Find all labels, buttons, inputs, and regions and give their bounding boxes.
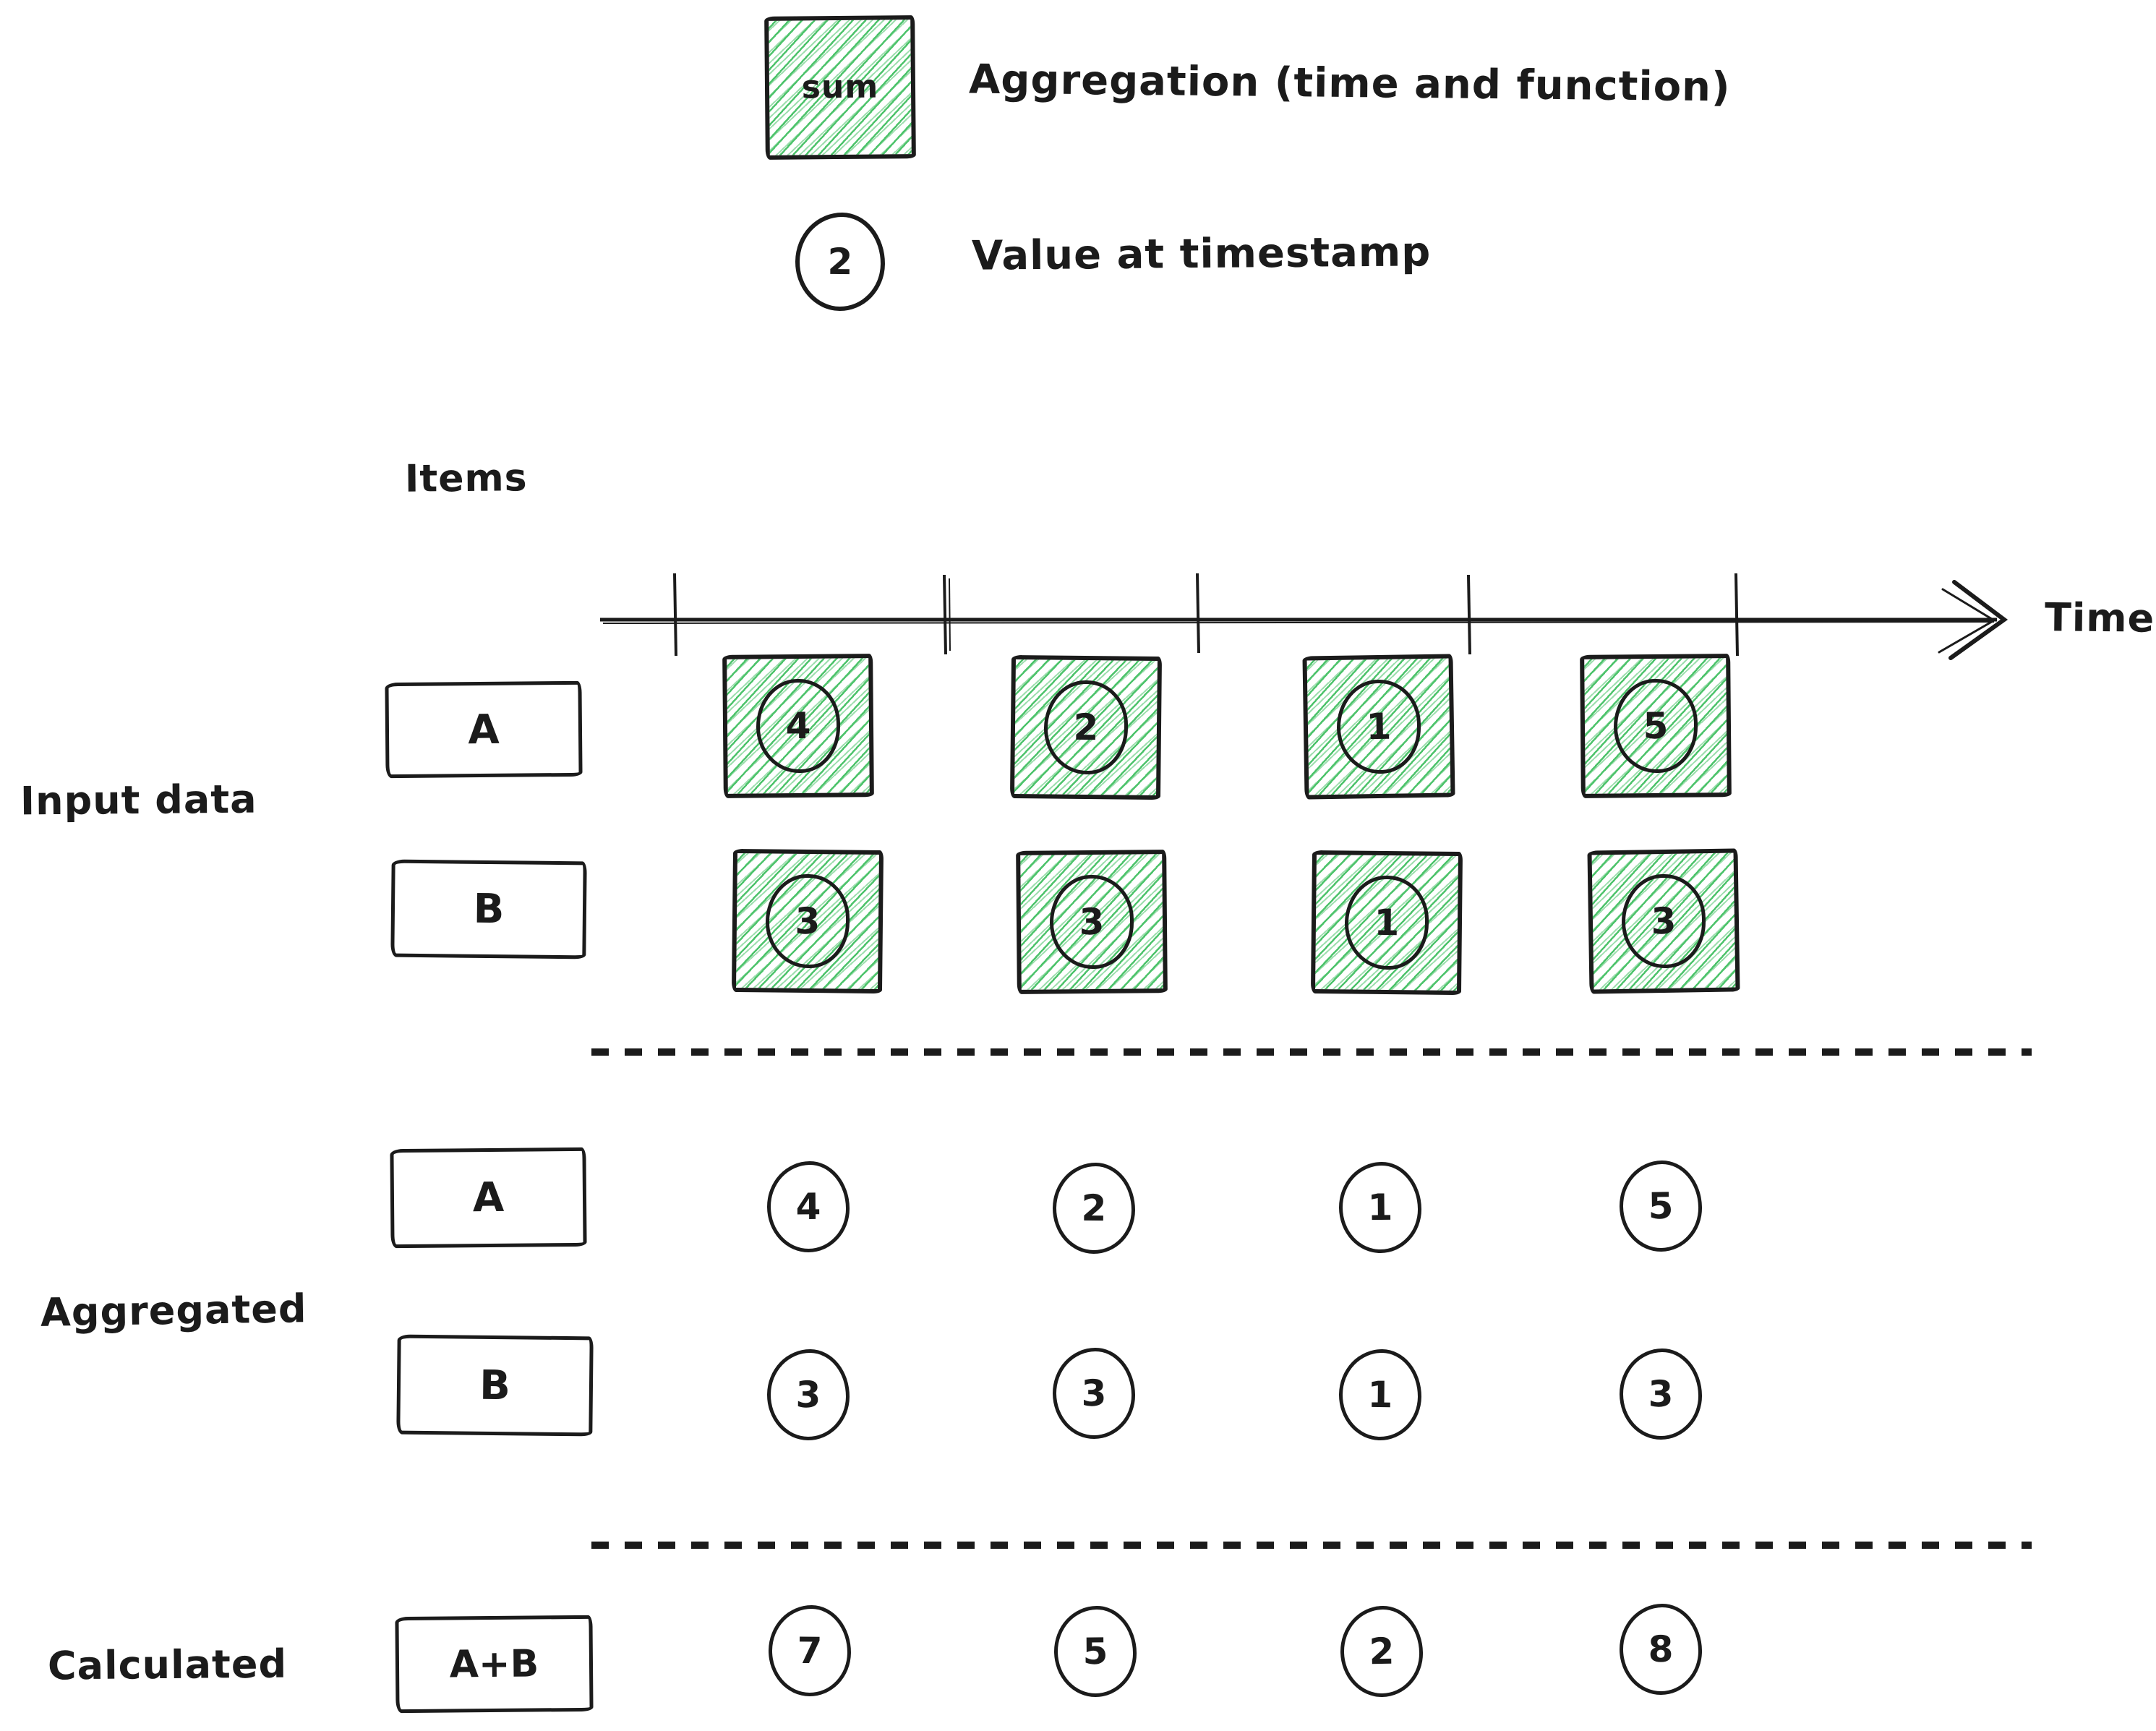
cell-value-circle: 1 — [1335, 679, 1422, 774]
cell-value: 8 — [1648, 1628, 1674, 1671]
cell-value: 1 — [1367, 1373, 1393, 1416]
time-axis — [600, 573, 2009, 660]
axis-arrowhead-icon — [1948, 580, 2009, 660]
cell-value: 5 — [1082, 1630, 1108, 1673]
axis-tick — [943, 574, 947, 655]
aggregated-a-value: 2 — [1052, 1162, 1136, 1255]
section-label-input-data: Input data — [20, 776, 257, 824]
cell-value: 1 — [1367, 1186, 1393, 1229]
cell-value: 3 — [1079, 900, 1105, 944]
axis-tick — [1467, 574, 1471, 655]
axis-tick — [1734, 573, 1739, 657]
input-a-aggregation-cell: 1 — [1302, 654, 1455, 800]
input-b-aggregation-cell: 3 — [731, 848, 884, 994]
aggregated-a-value: 4 — [766, 1161, 850, 1253]
calculated-value: 2 — [1340, 1605, 1424, 1698]
item-box-calculated-a-plus-b: A+B — [395, 1615, 594, 1714]
cell-value-circle: 3 — [1620, 873, 1707, 969]
cell-value: 5 — [1643, 704, 1669, 748]
item-label: A — [468, 706, 500, 753]
aggregated-b-value: 3 — [1619, 1348, 1703, 1440]
cell-value: 3 — [795, 1373, 821, 1416]
input-b-aggregation-cell: 1 — [1310, 850, 1463, 996]
axis-tick — [949, 578, 951, 651]
item-box-input-b: B — [390, 859, 587, 959]
aggregated-b-value: 1 — [1338, 1349, 1422, 1441]
input-a-aggregation-cell: 4 — [722, 654, 874, 798]
item-box-aggregated-b: B — [396, 1334, 594, 1437]
cell-value: 1 — [1374, 901, 1400, 944]
item-box-aggregated-a: A — [390, 1147, 587, 1249]
legend-aggregation-square-icon: sum — [764, 15, 916, 160]
cell-value-circle: 2 — [1043, 680, 1129, 775]
cell-value: 1 — [1366, 705, 1392, 748]
item-label: B — [473, 885, 505, 933]
cell-value: 7 — [797, 1629, 823, 1672]
cell-value: 3 — [1651, 899, 1677, 943]
item-label: B — [479, 1362, 511, 1409]
section-label-aggregated: Aggregated — [40, 1286, 308, 1335]
aggregated-b-value: 3 — [766, 1349, 850, 1441]
axis-tick — [673, 573, 677, 657]
section-divider — [591, 1048, 2032, 1056]
legend-value-label: Value at timestamp — [971, 228, 1432, 280]
cell-value-circle: 3 — [1049, 874, 1134, 970]
cell-value: 2 — [1369, 1630, 1395, 1673]
cell-value: 2 — [1073, 706, 1099, 749]
legend-aggregation-label: Aggregation (time and function) — [968, 56, 1731, 111]
aggregated-b-value: 3 — [1052, 1347, 1136, 1440]
cell-value: 3 — [1648, 1372, 1674, 1416]
cell-value-circle: 1 — [1344, 875, 1429, 970]
cell-value: 4 — [795, 1185, 821, 1228]
input-b-aggregation-cell: 3 — [1587, 848, 1740, 994]
cell-value-circle: 4 — [756, 678, 841, 774]
input-a-aggregation-cell: 5 — [1580, 654, 1732, 798]
calculated-value: 8 — [1619, 1603, 1703, 1696]
time-axis-label: Time — [2044, 594, 2155, 641]
cell-value-circle: 3 — [765, 873, 850, 969]
cell-value: 5 — [1648, 1184, 1674, 1228]
cell-value: 2 — [1081, 1187, 1107, 1230]
section-label-calculated: Calculated — [47, 1641, 288, 1689]
item-box-input-a: A — [385, 680, 583, 779]
cell-value-circle: 5 — [1613, 678, 1698, 774]
item-label: A+B — [449, 1641, 539, 1687]
axis-tick — [1196, 573, 1200, 654]
legend-value-circle-icon: 2 — [795, 212, 886, 312]
calculated-value: 7 — [768, 1604, 852, 1697]
cell-value: 3 — [1081, 1372, 1107, 1415]
cell-value: 4 — [785, 704, 811, 748]
input-a-aggregation-cell: 2 — [1009, 654, 1163, 800]
items-header-label: Items — [404, 456, 528, 501]
legend-sum-label: sum — [801, 68, 879, 106]
section-divider — [591, 1542, 2032, 1549]
legend-value-circle-number: 2 — [827, 240, 853, 283]
cell-value: 3 — [795, 899, 821, 943]
aggregated-a-value: 5 — [1619, 1160, 1703, 1252]
input-b-aggregation-cell: 3 — [1016, 850, 1168, 994]
item-label: A — [472, 1174, 505, 1222]
calculated-value: 5 — [1053, 1605, 1137, 1698]
aggregated-a-value: 1 — [1338, 1161, 1422, 1254]
